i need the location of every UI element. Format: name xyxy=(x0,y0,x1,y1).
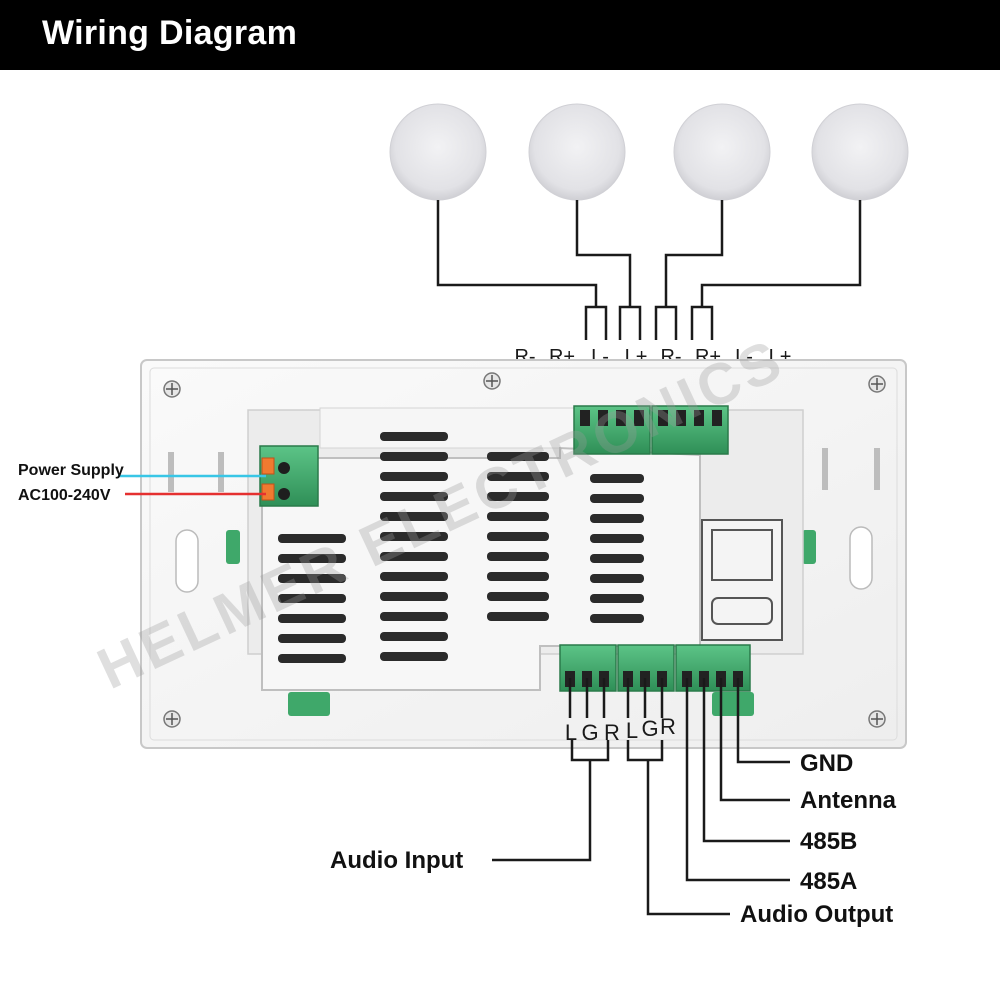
bottom-terminal-labels: L G R L G R xyxy=(565,714,676,745)
speaker-4 xyxy=(811,103,909,201)
audio-in-g-label: G xyxy=(581,720,598,745)
a485-wire xyxy=(685,678,790,882)
gnd-wire xyxy=(736,678,790,764)
header-bar: Wiring Diagram xyxy=(0,0,1000,70)
audio-in-l-label: L xyxy=(565,720,577,745)
audio-input-label: Audio Input xyxy=(330,847,463,874)
vent-slots xyxy=(278,432,644,663)
audio-output-label: Audio Output xyxy=(740,901,893,928)
connection-labels: GND Antenna 485B 485A Audio Output Audio… xyxy=(330,750,897,928)
screw-icon xyxy=(163,710,181,728)
speaker-2 xyxy=(528,103,626,201)
speaker-3-wire xyxy=(664,200,724,307)
speaker-3 xyxy=(673,103,771,201)
audio-out-g-label: G xyxy=(641,716,658,741)
audio-out-l-label: L xyxy=(626,718,638,743)
antenna-wire xyxy=(719,678,790,802)
screw-icon xyxy=(868,710,886,728)
power-supply-label: Power Supply xyxy=(18,462,124,479)
b485-wire xyxy=(702,678,790,843)
speaker-4-wire xyxy=(700,200,862,307)
audio-output-wire xyxy=(646,760,730,916)
speaker-terminal-block xyxy=(573,405,729,455)
screw-icon xyxy=(868,375,886,393)
screw-icon xyxy=(483,372,501,390)
power-terminal xyxy=(259,445,319,507)
audio-out-r-label: R xyxy=(660,714,676,739)
gnd-label: GND xyxy=(800,750,853,777)
screw-icon xyxy=(163,380,181,398)
speaker-1-wire xyxy=(436,200,598,307)
bottom-wires xyxy=(492,678,790,916)
audio-input-wire xyxy=(492,760,592,862)
page-title: Wiring Diagram xyxy=(42,14,298,52)
power-labels: Power Supply AC100-240V xyxy=(18,462,124,504)
antenna-label: Antenna xyxy=(800,787,897,814)
speakers-group xyxy=(389,103,909,201)
power-supply-cover xyxy=(261,432,701,691)
485b-label: 485B xyxy=(800,828,857,855)
audio-in-r-label: R xyxy=(604,720,620,745)
speaker-1 xyxy=(389,103,487,201)
power-voltage-label: AC100-240V xyxy=(18,487,111,504)
485a-label: 485A xyxy=(800,868,857,895)
speaker-2-wire xyxy=(575,200,632,307)
